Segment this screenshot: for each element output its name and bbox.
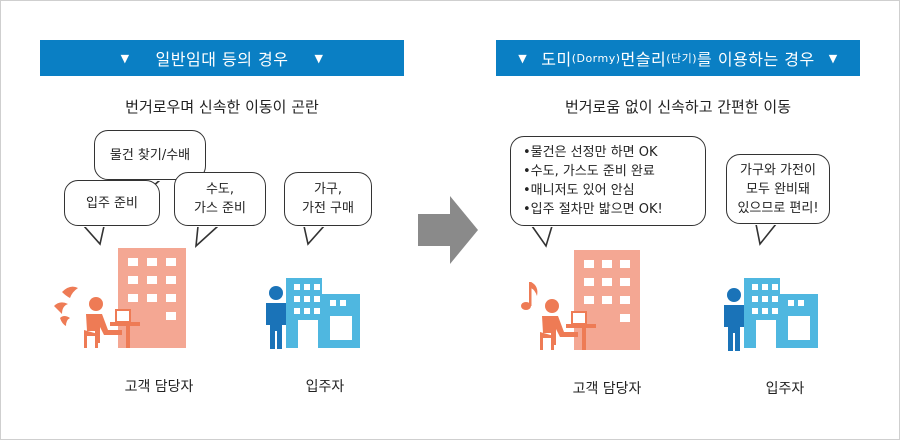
right-tenant-label: 입주자 [765,381,805,397]
triangle-down-icon: ▼ [120,51,130,65]
desk-worker-icon [84,297,140,348]
bubble-text: 수도, [205,182,235,197]
triangle-down-icon: ▼ [828,51,838,65]
bubble-text: •입주 절차만 밟으면 OK! [523,202,663,217]
right-banner-small2: (단기) [666,52,698,65]
triangle-down-icon: ▼ [518,51,528,65]
desk-worker-icon [540,299,596,350]
right-banner: ▼ 도미(Dormy) 먼슬리(단기)를 이용하는 경우 ▼ [496,40,860,76]
bubble-text: 물건 찾기/수배 [109,147,191,163]
right-banner-end: 를 이용하는 경우 [697,50,815,69]
music-note-icon [521,282,538,310]
right-staff-label: 고객 담당자 [572,381,642,397]
right-banner-small1: (Dormy) [571,51,621,65]
bubble-text: 입주 준비 [86,195,138,211]
bubble-text: •물건은 선정만 하면 OK [523,145,658,160]
right-banner-mid: 먼슬리 [620,50,667,69]
bubble-tenant-benefits: 가구와 가전이 모두 완비돼 있으므로 편리! [726,154,830,224]
person-icon [724,288,744,351]
bubble-tail [303,225,326,246]
left-banner: ▼ 일반임대 등의 경우 ▼ [40,40,404,76]
bubble-tail [755,223,778,246]
bubble-staff-benefits: •물건은 선정만 하면 OK •수도, 가스도 준비 완료 •매니저도 있어 안… [510,136,706,226]
bubble-tail [194,225,221,248]
bubble-text: 있으므로 편리! [737,200,819,216]
building-icon [286,278,360,348]
building-icon [574,250,640,350]
bubble-furniture: 가구, 가전 구매 [284,172,372,226]
sweat-icon [54,286,78,326]
bubble-text: •수도, 가스도 준비 완료 [523,164,655,179]
bubble-text: 가스 준비 [194,201,246,216]
bubble-text: 모두 완비돼 [746,181,810,197]
bubble-text: •매니저도 있어 안심 [523,183,635,198]
bubble-text: 가전 구매 [302,201,354,216]
bubble-move-in: 입주 준비 [64,180,160,226]
bubble-tail [82,225,105,246]
triangle-down-icon: ▼ [314,51,324,65]
right-arrow-icon [418,196,478,264]
left-tenant-label: 입주자 [305,379,345,395]
bubble-tail [530,225,554,248]
bubble-search: 물건 찾기/수배 [94,130,206,180]
left-subtitle: 번거로우며 신속한 이동이 곤란 [125,98,319,116]
bubble-text: 가구와 가전이 [740,162,816,178]
person-icon [266,286,286,349]
right-subtitle: 번거로움 없이 신속하고 간편한 이동 [564,98,792,116]
right-banner-main: 도미 [541,50,572,69]
left-staff-label: 고객 담당자 [124,379,194,395]
left-banner-title: 일반임대 등의 경우 [155,50,289,69]
bubble-utilities: 수도, 가스 준비 [174,172,266,226]
building-icon [744,278,818,348]
bubble-text: 가구, [313,182,343,197]
